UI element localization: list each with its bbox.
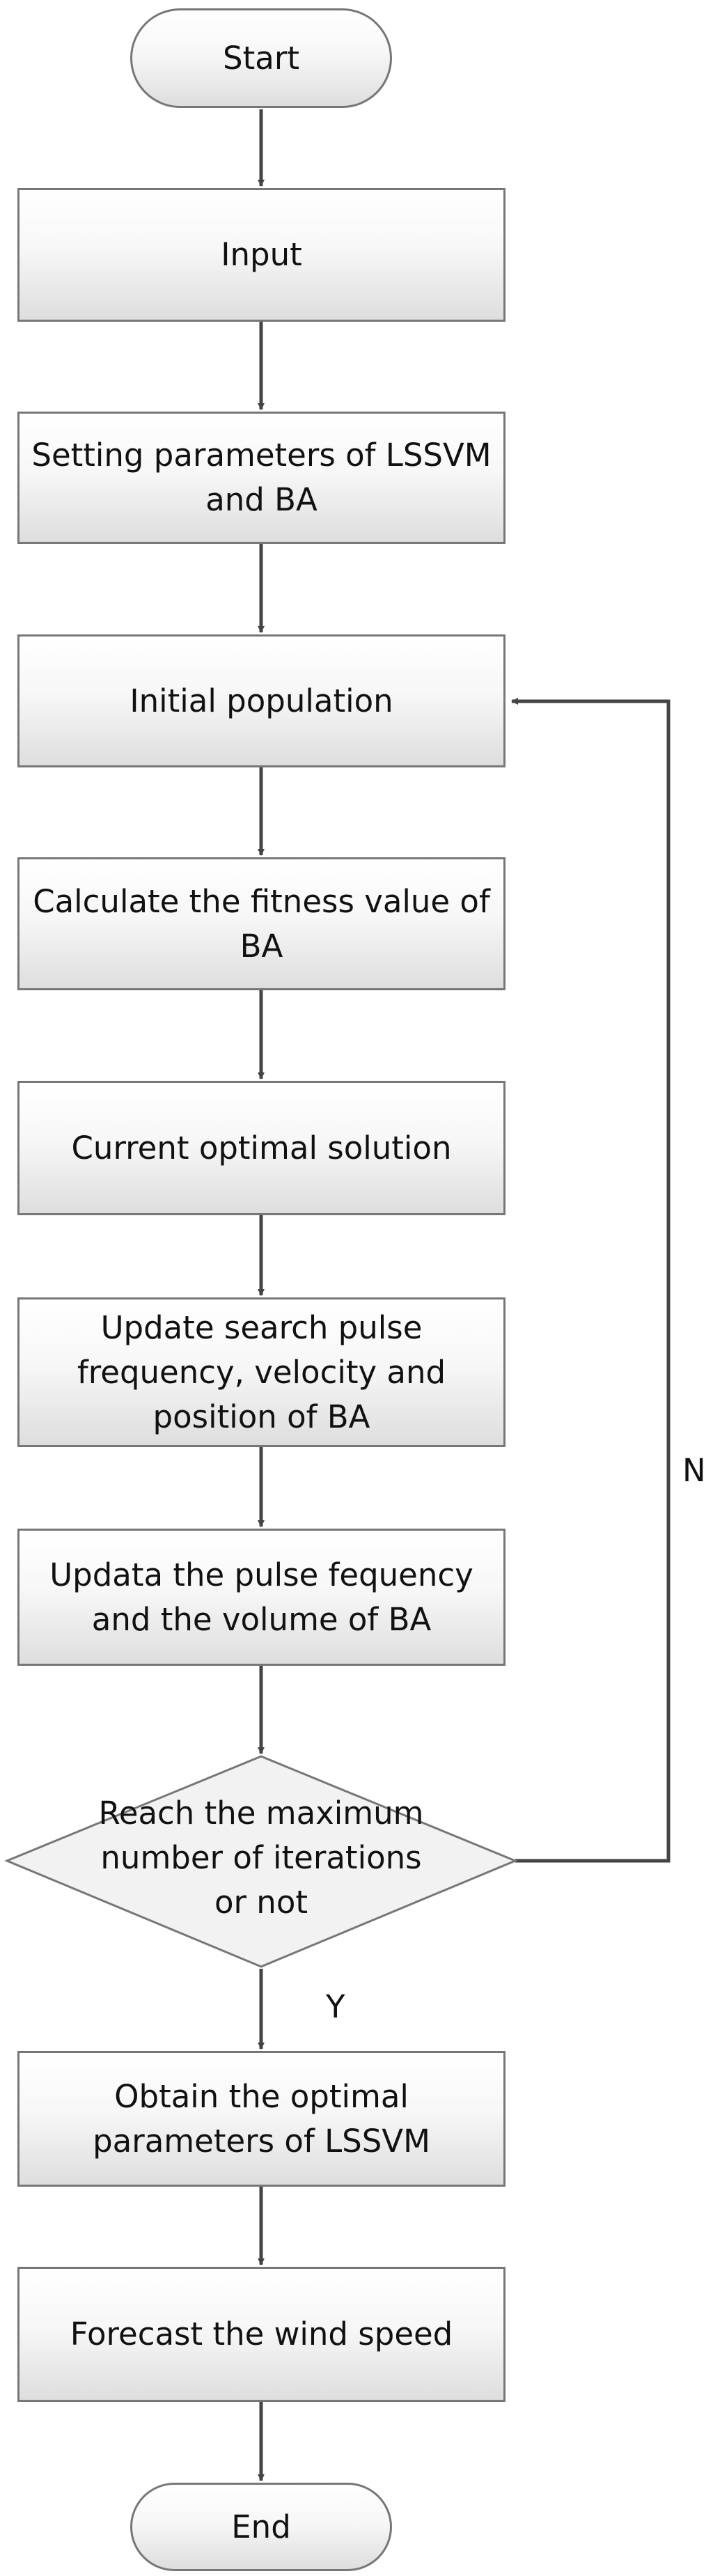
fitness-value-box: Calculate the fitness value of BA	[17, 857, 506, 990]
loop-back-line	[511, 698, 671, 1863]
decision-label: Reach the maximum number of iterations o…	[98, 1795, 424, 1921]
initial-population-box: Initial population	[17, 634, 506, 767]
forecast-label: Forecast the wind speed	[70, 2316, 453, 2352]
initial-population-label: Initial population	[130, 682, 393, 719]
no-branch-label: N	[682, 1452, 706, 1489]
input-box: Input	[17, 188, 506, 322]
update-pulse-label: Updata the pulse fequency and the volume…	[49, 1556, 473, 1638]
start-label: Start	[223, 39, 299, 77]
update-search-box: Update search pulse frequency, velocity …	[17, 1297, 506, 1447]
yes-branch-label: Y	[326, 1988, 345, 2025]
input-label: Input	[221, 236, 302, 273]
update-pulse-box: Updata the pulse fequency and the volume…	[17, 1529, 506, 1666]
forecast-box: Forecast the wind speed	[17, 2267, 506, 2402]
decision-diamond	[4, 1755, 518, 1968]
obtain-parameters-label: Obtain the optimal parameters of LSSVM	[93, 2077, 430, 2160]
current-optimal-label: Current optimal solution	[71, 1129, 452, 1166]
setting-parameters-box: Setting parameters of LSSVM and BA	[17, 412, 506, 544]
fitness-value-label: Calculate the fitness value of BA	[33, 882, 490, 965]
end-node: End	[130, 2483, 392, 2571]
start-node: Start	[130, 8, 392, 108]
setting-parameters-label: Setting parameters of LSSVM and BA	[31, 437, 492, 518]
current-optimal-box: Current optimal solution	[17, 1081, 506, 1215]
end-label: End	[231, 2508, 291, 2545]
update-search-label: Update search pulse frequency, velocity …	[77, 1309, 446, 1435]
obtain-parameters-box: Obtain the optimal parameters of LSSVM	[17, 2051, 506, 2187]
